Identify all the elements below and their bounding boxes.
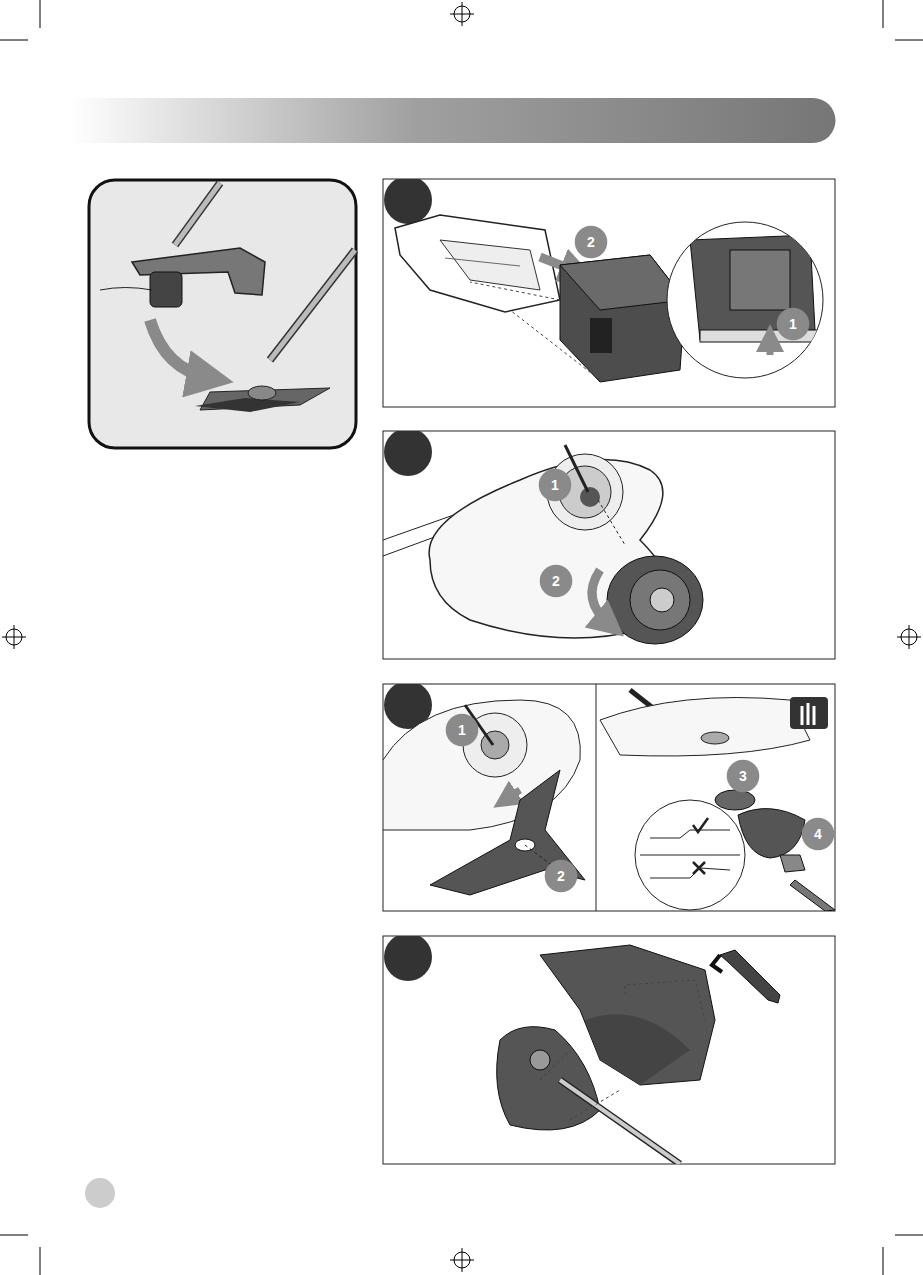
callout-number: 1 — [445, 713, 479, 747]
callout-text: 2 — [574, 225, 608, 259]
callout-text: 1 — [538, 468, 572, 502]
callout-number: 2 — [574, 225, 608, 259]
header-band — [70, 98, 836, 143]
callout-number: 1 — [538, 468, 572, 502]
callout-text: 4 — [801, 817, 835, 851]
step-panels — [383, 179, 835, 1164]
callout-number: 2 — [539, 564, 573, 598]
callout-text: 1 — [776, 307, 810, 341]
callout-text: 3 — [726, 759, 760, 793]
step-markers — [384, 176, 432, 981]
nut-illustration — [600, 690, 835, 911]
callout-number: 2 — [544, 859, 578, 893]
battery-illustration — [395, 215, 830, 382]
callout-number: 1 — [776, 307, 810, 341]
callout-text: 2 — [539, 564, 573, 598]
callout-text: 2 — [544, 859, 578, 893]
callout-text: 1 — [445, 713, 479, 747]
page-number-marker — [85, 1178, 115, 1208]
conversion-inset — [89, 180, 356, 448]
callout-number: 3 — [726, 759, 760, 793]
blade-illustration — [383, 700, 585, 895]
spool-illustration — [383, 445, 703, 644]
callout-number: 4 — [801, 817, 835, 851]
guard-illustration — [497, 945, 780, 1164]
